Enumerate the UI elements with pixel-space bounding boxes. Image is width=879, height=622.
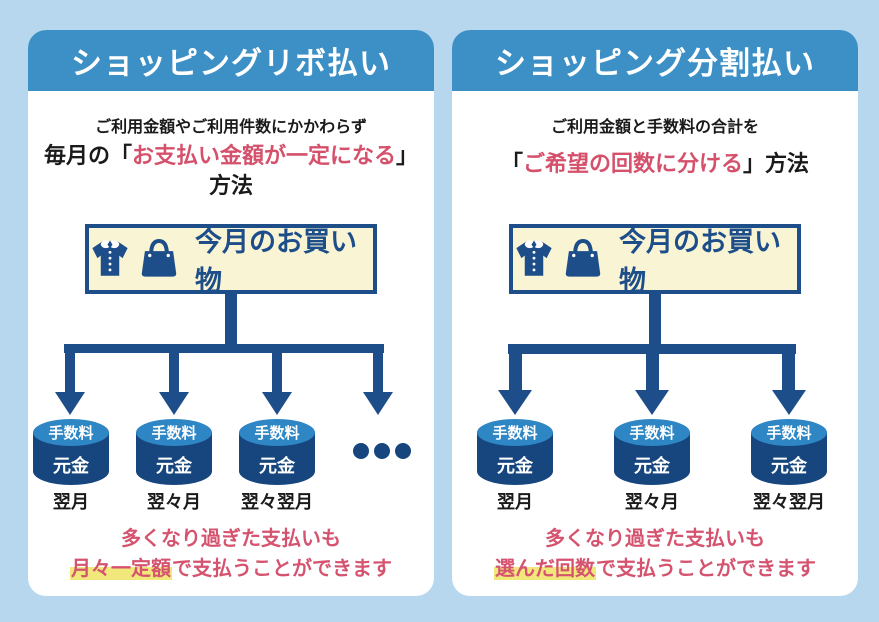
fee-label: 手数料	[614, 419, 690, 446]
purchase-label: 今月のお買い物	[619, 227, 781, 296]
installment-payment-panel: ショッピング分割払い ご利用金額と手数料の合計を 「ご希望の回数に分ける」方法	[452, 30, 858, 596]
dot-icon	[395, 443, 411, 459]
note-highlight: 月々一定額	[70, 558, 172, 580]
panel-subtitle: ご利用金額やご利用件数にかかわらず	[95, 119, 367, 136]
dot-icon	[353, 443, 369, 459]
note-line1: 多くなり過ぎた支払いも	[545, 528, 765, 550]
month-label: 翌々月	[147, 492, 201, 512]
month-label: 翌月	[497, 492, 533, 512]
shirt-icon	[513, 236, 555, 282]
method-suffix: 」	[396, 143, 419, 168]
revolving-payment-panel: ショッピングリボ払い ご利用金額やご利用件数にかかわらず 毎月の「お支払い金額が…	[28, 30, 434, 596]
ellipsis-dots-icon	[353, 443, 411, 459]
month-label: 翌々月	[625, 492, 679, 512]
method-description: 毎月の「お支払い金額が一定になる」 方法	[28, 141, 434, 200]
note-suffix: で支払うことができます	[172, 558, 392, 580]
note-highlight: 選んだ回数	[494, 558, 596, 580]
purchase-box: 今月のお買い物	[85, 224, 377, 296]
dot-icon	[374, 443, 390, 459]
shirt-icon	[89, 236, 131, 282]
month-label: 翌々翌月	[241, 492, 313, 512]
payment-flow-arrows	[498, 294, 806, 415]
method-prefix: 毎月の「	[43, 143, 132, 168]
method-description: 「ご希望の回数に分ける」方法	[452, 149, 858, 179]
panel-body-installment: ご利用金額と手数料の合計を 「ご希望の回数に分ける」方法	[452, 91, 858, 596]
note-line1: 多くなり過ぎた支払いも	[121, 528, 341, 550]
fee-label: 手数料	[477, 419, 553, 446]
method-highlight: ご希望の回数に分ける	[522, 151, 743, 176]
payment-cylinder: 手数料 元金	[136, 419, 212, 485]
fee-label: 手数料	[751, 419, 827, 446]
panel-title-revolving: ショッピングリボ払い	[28, 30, 434, 91]
method-highlight: お支払い金額が一定になる	[131, 143, 396, 168]
payment-cylinder: 手数料 元金	[751, 419, 827, 485]
method-suffix: 」方法	[743, 151, 810, 176]
benefit-note: 多くなり過ぎた支払いも 月々一定額で支払うことができます	[28, 524, 434, 584]
benefit-note: 多くなり過ぎた支払いも 選んだ回数で支払うことができます	[452, 524, 858, 584]
payment-cylinder: 手数料 元金	[33, 419, 109, 485]
shopping-bag-icon	[137, 236, 181, 282]
payment-flow-arrows	[55, 294, 393, 415]
shopping-bag-icon	[561, 236, 605, 282]
fee-label: 手数料	[136, 419, 212, 446]
fee-label: 手数料	[239, 419, 315, 446]
method-line2: 方法	[208, 172, 253, 198]
purchase-label: 今月のお買い物	[195, 227, 357, 296]
month-label: 翌月	[53, 492, 89, 512]
payment-cylinder: 手数料 元金	[239, 419, 315, 485]
method-prefix: 「	[500, 151, 523, 176]
payment-cylinder: 手数料 元金	[614, 419, 690, 485]
payment-cylinder: 手数料 元金	[477, 419, 553, 485]
panel-body-revolving: ご利用金額やご利用件数にかかわらず 毎月の「お支払い金額が一定になる」 方法	[28, 91, 434, 596]
purchase-box: 今月のお買い物	[509, 224, 801, 296]
panel-subtitle: ご利用金額と手数料の合計を	[550, 119, 759, 136]
note-suffix: で支払うことができます	[596, 558, 816, 580]
panel-title-installment: ショッピング分割払い	[452, 30, 858, 91]
month-label: 翌々翌月	[753, 492, 825, 512]
fee-label: 手数料	[33, 419, 109, 446]
